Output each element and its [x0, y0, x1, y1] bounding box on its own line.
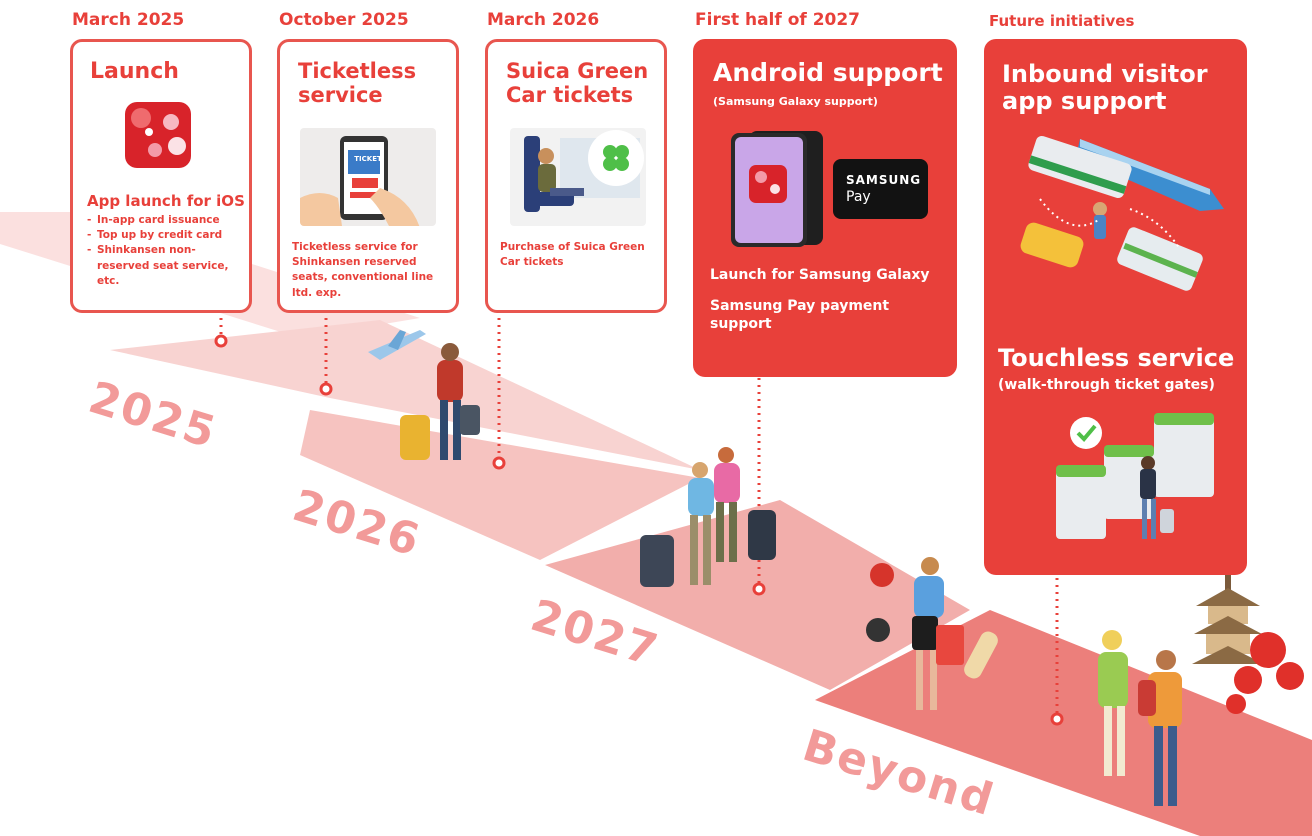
road-segment-beyond	[815, 610, 1312, 836]
touchless-note: (walk-through ticket gates)	[998, 377, 1215, 393]
pagoda-icon	[1192, 575, 1264, 664]
pay-label: Pay	[846, 189, 871, 205]
feature-item: Shinkansen non-reserved seat service, et…	[87, 243, 242, 289]
two-travellers-icon	[640, 447, 776, 587]
green-clover-icon	[603, 145, 629, 171]
android-phone-icon	[731, 129, 825, 249]
android-line-1: Launch for Samsung Galaxy	[710, 267, 930, 283]
marker-oct-2025	[319, 382, 333, 396]
card-title: Ticketless service	[298, 59, 417, 107]
green-car-passenger-illustration	[510, 128, 646, 226]
two-tourists-icon	[1098, 630, 1182, 806]
trains-and-vehicles-illustration	[1010, 129, 1230, 299]
ticket-label: TICKET	[354, 155, 382, 163]
marker-2026	[492, 456, 506, 470]
feature-list: In-app card issuance Top up by credit ca…	[87, 213, 242, 289]
card-title: Inbound visitor app support	[1002, 60, 1208, 115]
marker-2025	[214, 334, 228, 348]
milestone-date-march-2025: March 2025	[72, 10, 185, 30]
shopper-icon	[866, 557, 998, 710]
marker-future	[1050, 712, 1064, 726]
samsung-brand: SAMSUNG	[846, 173, 922, 187]
marker-2027	[752, 582, 766, 596]
suica-app-icon	[125, 102, 191, 168]
airplane-icon	[368, 330, 426, 360]
maple-leaves-icon	[1226, 632, 1304, 714]
touchless-title: Touchless service	[998, 344, 1235, 372]
milestone-card-android: Android support (Samsung Galaxy support)…	[693, 39, 957, 377]
walk-through-gates-illustration	[1050, 409, 1230, 559]
card-description: Purchase of Suica Green Car tickets	[500, 241, 645, 269]
phone-ticket-illustration: TICKET	[300, 128, 436, 226]
traveller-with-suitcases-icon	[400, 343, 480, 460]
milestone-date-october-2025: October 2025	[279, 10, 409, 30]
samsung-pay-logo: SAMSUNG Pay	[833, 159, 928, 219]
card-subtitle: App launch for iOS	[87, 192, 245, 210]
road-segment-2025-b	[110, 320, 700, 470]
milestone-date-future: Future initiatives	[989, 12, 1135, 30]
card-title: Suica Green Car tickets	[506, 59, 649, 107]
card-title: Launch	[90, 59, 179, 84]
feature-item: In-app card issuance	[87, 213, 242, 228]
milestone-date-first-half-2027: First half of 2027	[695, 10, 861, 30]
check-mark-icon	[1076, 424, 1097, 442]
milestone-card-future: Inbound visitor app support Touchless se…	[984, 39, 1247, 575]
android-line-2: Samsung Pay payment support	[710, 298, 890, 333]
milestone-card-green-car: Suica Green Car tickets Purchase of Suic…	[485, 39, 667, 313]
milestone-date-march-2026: March 2026	[487, 10, 600, 30]
card-note: (Samsung Galaxy support)	[713, 95, 878, 108]
milestone-card-ticketless: Ticketless service TICKET Ticketless ser…	[277, 39, 459, 313]
feature-item: Top up by credit card	[87, 228, 242, 243]
card-description: Ticketless service for Shinkansen reserv…	[292, 241, 434, 299]
card-title: Android support	[713, 58, 943, 87]
milestone-card-launch: Launch App launch for iOS In-app card is…	[70, 39, 252, 313]
